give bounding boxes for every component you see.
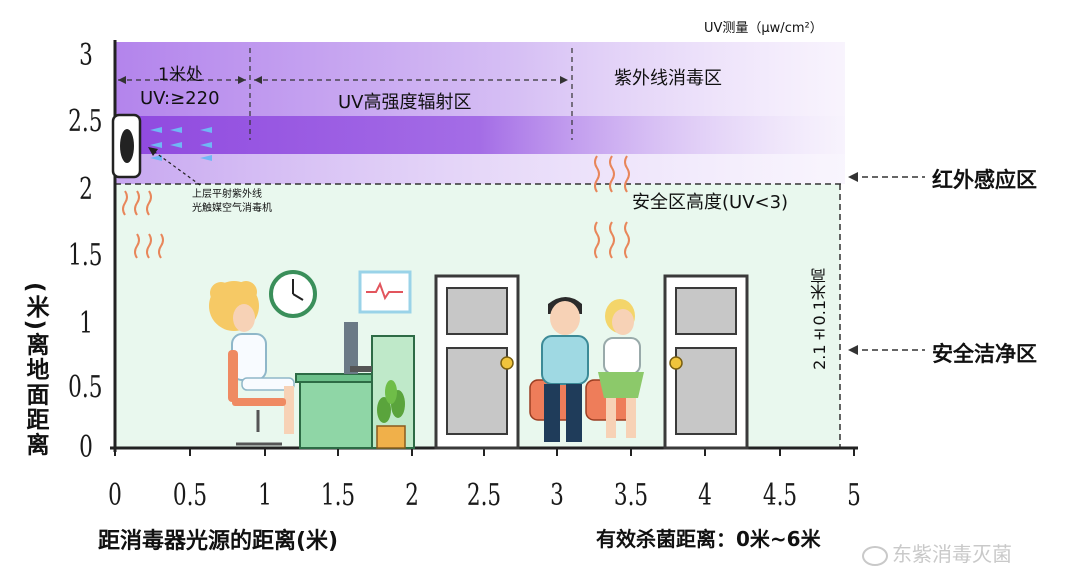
couple-figures [529, 297, 644, 442]
watermark: 东紫消毒灭菌 [862, 538, 1012, 567]
one-meter-label: 1米处 [158, 65, 203, 85]
y-tick: 3 [79, 38, 93, 73]
device-caption: 上层平射紫外线 光触媒空气消毒机 [192, 188, 272, 216]
x-tick: 3.5 [613, 478, 649, 513]
uv-value-label: UV:≥220 [140, 88, 220, 109]
y-tick: 0 [79, 430, 93, 465]
y-tick: 1.5 [68, 238, 103, 273]
uv-disinfector-device [111, 113, 142, 179]
uv-high-band [115, 116, 845, 154]
potted-plant [376, 380, 406, 449]
y-tick: 1 [79, 306, 93, 341]
y-tick: 2.5 [68, 104, 103, 139]
uv-low-band [115, 154, 845, 184]
desk [295, 322, 415, 449]
watermark-text: 东紫消毒灭菌 [892, 542, 1012, 566]
x-tick: 4.5 [762, 478, 798, 513]
uv-unit-caption: UV测量（μw/cm²） [704, 21, 823, 36]
wall-clock-icon [269, 270, 317, 318]
height-note-label: 2.1±0.1米高 [810, 268, 829, 370]
x-tick: 5 [847, 478, 861, 513]
device-caption-line2: 光触媒空气消毒机 [192, 203, 272, 214]
safe-height-label: 安全区高度(UV<3) [632, 192, 789, 213]
x-tick: 2.5 [466, 478, 502, 513]
door-right [663, 274, 749, 450]
uv-light-rays [150, 127, 212, 161]
x-tick: 1.5 [320, 478, 356, 513]
x-tick: 3 [550, 478, 564, 513]
y-tick: 2 [79, 172, 93, 207]
effective-range-label: 有效杀菌距离：0米~6米 [596, 527, 821, 551]
x-tick: 0.5 [172, 478, 208, 513]
door-left [434, 274, 520, 450]
uv-disinfect-label: 紫外线消毒区 [614, 68, 722, 89]
uv-disinfect-zone [115, 42, 845, 116]
x-tick: 1 [258, 478, 272, 513]
y-tick: 0.5 [68, 370, 103, 405]
heart-monitor-icon [358, 270, 412, 314]
doctor-figure [209, 281, 295, 446]
heat-wave-icon [122, 155, 630, 259]
y-axis-title: (米)离地面距离 [22, 282, 48, 458]
x-tick: 2 [405, 478, 419, 513]
weibo-icon [862, 545, 888, 566]
infrared-zone-label: 红外感应区 [932, 168, 1037, 192]
x-axis-title: 距消毒器光源的距离(米) [98, 529, 339, 554]
high-intensity-label: UV高强度辐射区 [338, 92, 472, 113]
x-tick: 4 [698, 478, 712, 513]
device-caption-line1: 上层平射紫外线 [192, 189, 262, 200]
x-tick: 0 [108, 478, 122, 513]
clean-zone-label: 安全洁净区 [932, 342, 1037, 366]
